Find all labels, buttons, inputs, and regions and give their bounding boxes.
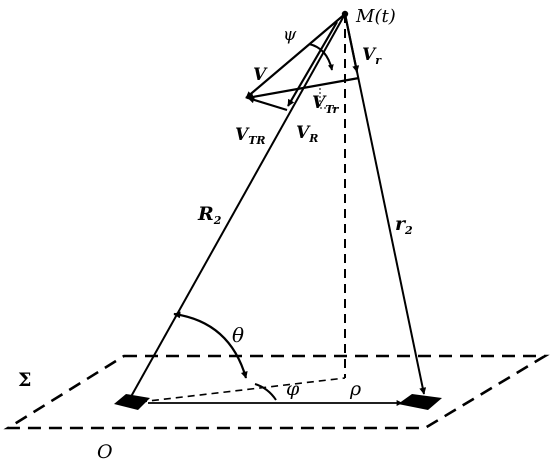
label-M: M(t) bbox=[355, 6, 396, 27]
label-Vr: Vr bbox=[362, 45, 382, 67]
label-theta: θ bbox=[232, 323, 244, 347]
ground-projection-line bbox=[139, 377, 346, 403]
label-R2: R2 bbox=[197, 203, 222, 227]
VR-arrow bbox=[287, 21, 338, 107]
V-arrow bbox=[245, 13, 346, 99]
phi-angle-arc bbox=[254, 383, 277, 401]
R2-line bbox=[127, 13, 346, 403]
label-r2: r2 bbox=[395, 213, 413, 237]
theta-angle-arc bbox=[173, 311, 248, 379]
label-psi: ψ bbox=[283, 25, 297, 45]
VTr-arrow bbox=[246, 76, 360, 101]
label-VTR: VTR bbox=[235, 125, 266, 147]
receiver-marker bbox=[398, 394, 442, 410]
psi-angle-arc bbox=[308, 43, 334, 71]
label-VTr: VTr bbox=[312, 93, 340, 116]
label-V: V bbox=[253, 65, 268, 85]
label-Sigma: Σ bbox=[18, 369, 31, 391]
label-O: O bbox=[97, 441, 113, 463]
target-point-M bbox=[341, 10, 349, 18]
label-phi: φ bbox=[286, 378, 300, 400]
Vr-arrow bbox=[343, 13, 360, 73]
label-VR: VR bbox=[296, 123, 318, 145]
ground-plane bbox=[3, 354, 550, 430]
transmitter-marker bbox=[114, 394, 150, 410]
label-rho: ρ bbox=[349, 378, 362, 400]
VTR-arrow bbox=[247, 96, 288, 112]
